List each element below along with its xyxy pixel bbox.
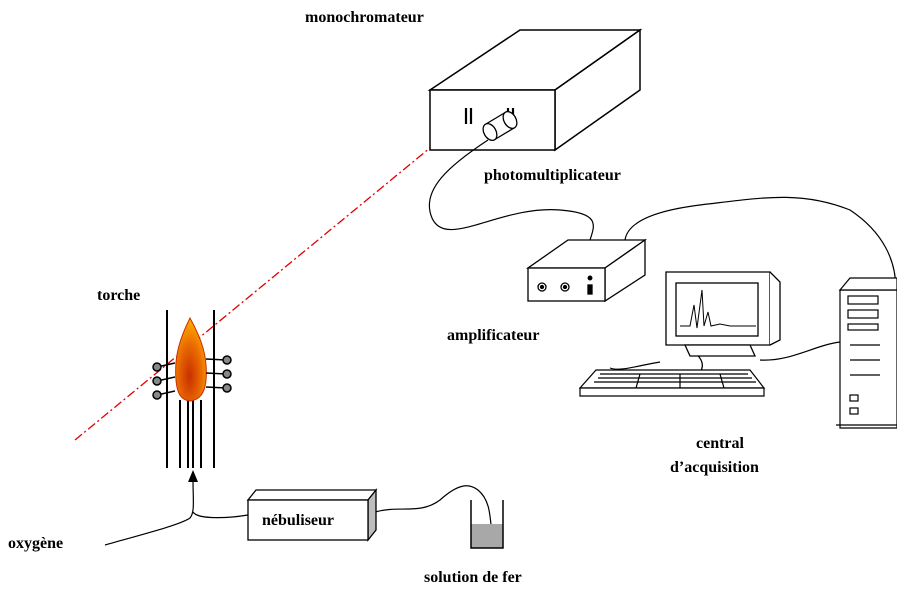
label-acquisition-line1: central xyxy=(696,435,745,452)
torch-coils xyxy=(152,355,232,400)
label-oxygen: oxygène xyxy=(8,535,63,552)
keyboard xyxy=(578,369,766,397)
computer-tower xyxy=(836,277,897,429)
torch xyxy=(152,310,232,468)
beaker xyxy=(470,500,504,549)
label-nebulizer: nébuliseur xyxy=(262,512,334,529)
optical-beam xyxy=(74,114,471,441)
photomultiplier-tube xyxy=(482,110,518,142)
label-photomultiplier: photomultiplicateur xyxy=(484,167,621,184)
oxygen-line xyxy=(104,479,249,546)
label-monochromator: monochromateur xyxy=(305,9,424,26)
label-amplifier: amplificateur xyxy=(447,327,539,344)
label-iron-solution: solution de fer xyxy=(424,569,522,586)
nebulizer-box xyxy=(246,488,378,542)
flame xyxy=(175,316,207,402)
oxygen-arrowhead xyxy=(188,470,198,482)
amplifier-box xyxy=(525,238,648,303)
monitor xyxy=(665,271,781,357)
label-torch: torche xyxy=(97,287,140,304)
label-acquisition-line2: d’acquisition xyxy=(670,459,759,476)
monochromator-box xyxy=(427,28,643,152)
